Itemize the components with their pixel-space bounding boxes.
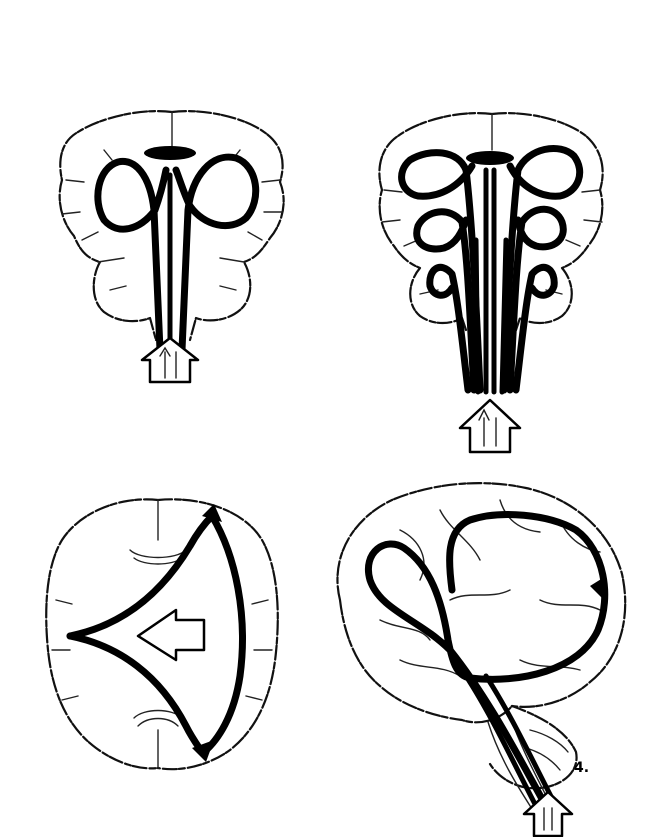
internal-arrow [138,610,204,660]
corner-mark: 4. [574,760,589,776]
brainstem-arrow [460,400,520,452]
fiber-loop-lower [516,267,554,390]
projection-fan-lower [70,636,202,752]
corpus-callosum-blob [144,146,196,160]
panel-coronal-association [379,113,602,452]
brain-outline [379,113,602,330]
fiber-loop-lower [430,267,468,390]
brainstem-arrow [142,338,198,382]
projection-fan-upper [70,516,212,636]
panel-axial-projection [46,499,278,769]
projection-fan-outer [204,516,242,752]
sulci-left [62,150,126,290]
panel-coronal-commissural [60,111,284,382]
long-loop-pathway [368,515,604,806]
panel-sagittal-loop: 4. [337,483,625,836]
